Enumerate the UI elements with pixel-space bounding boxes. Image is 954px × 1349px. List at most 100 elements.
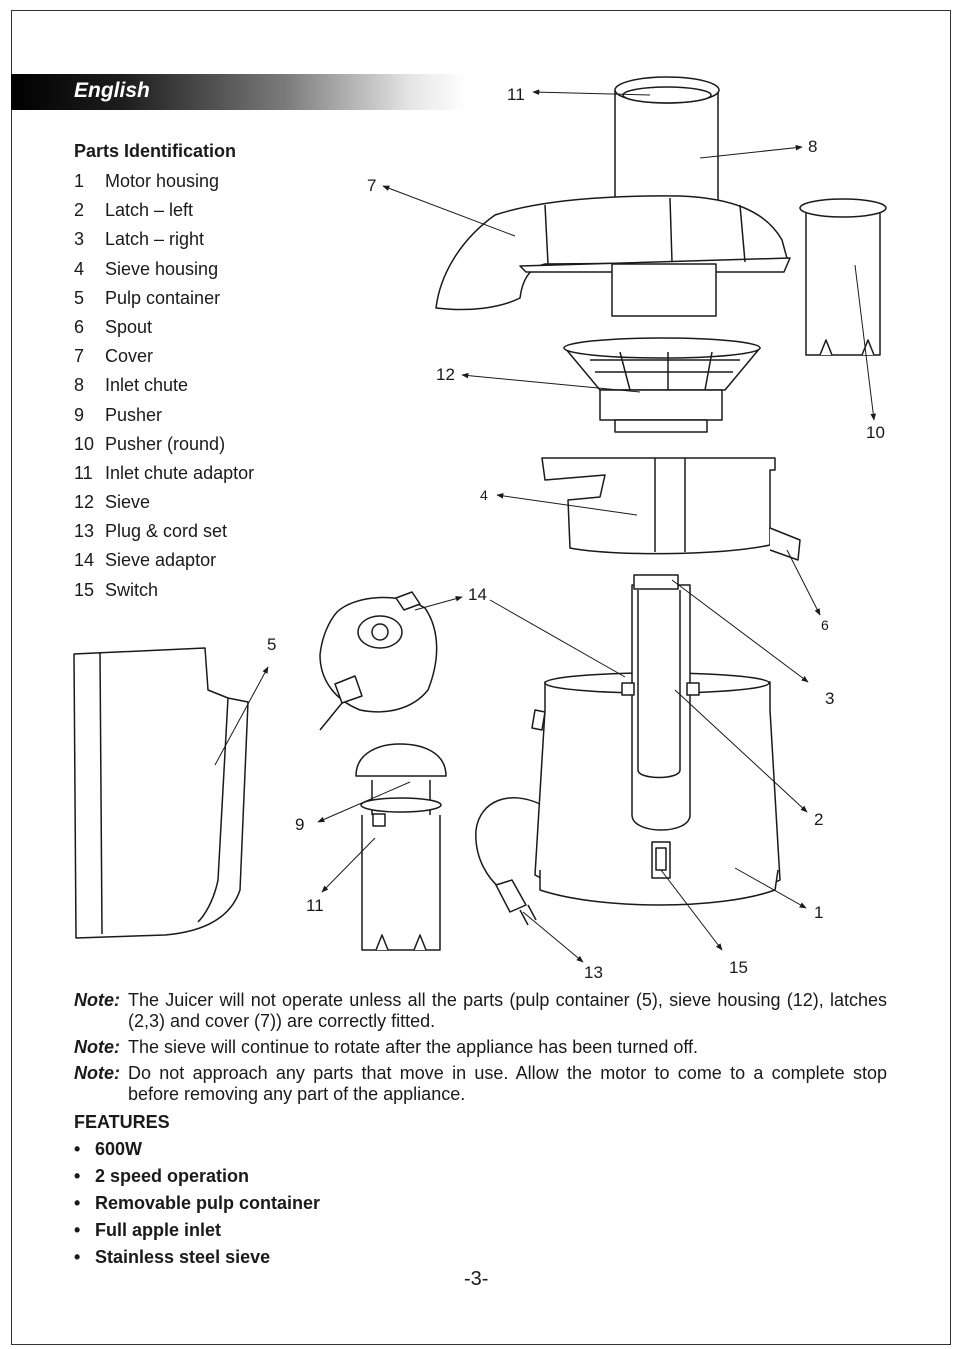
part-label: Sieve (105, 492, 151, 513)
sieve-drawing (563, 337, 761, 433)
sieve-adaptor-drawing (319, 591, 438, 731)
part-label: Motor housing (105, 171, 220, 191)
part-number: 13 (74, 521, 95, 542)
callout-1: 1 (814, 903, 823, 922)
part-label: Inlet chute adaptor (105, 462, 255, 483)
language-header-bar: English (11, 74, 466, 110)
parts-list-item: 2 Latch – left (74, 196, 254, 225)
callout-2: 2 (814, 810, 823, 829)
note: Note:The Juicer will not operate unless … (74, 990, 887, 1032)
feature-item: • Removable pulp container (74, 1192, 320, 1219)
pulp-container-drawing (73, 647, 249, 939)
part-label: Plug & cord set (105, 521, 228, 542)
parts-list-item: 4 Sieve housing (74, 255, 254, 284)
feature-item: • Stainless steel sieve (74, 1246, 320, 1273)
part-number: 10 (74, 433, 95, 454)
callout-8: 8 (808, 137, 817, 156)
features-title: FEATURES (74, 1112, 170, 1132)
parts-list-item: 11 Inlet chute adaptor (74, 459, 254, 488)
cover-drawing (435, 195, 791, 317)
callout-7: 7 (367, 176, 376, 195)
callout-6: 6 (821, 617, 829, 633)
juicer-exploded-diagram: 11 8 7 10 12 4 6 14 5 3 2 9 11 1 13 15 (73, 76, 887, 982)
parts-list-item: 14 Sieve adaptor (74, 546, 254, 575)
part-label: Pulp container (105, 287, 221, 308)
part-label: Pusher (round) (105, 433, 226, 454)
inlet-chute-drawing (614, 76, 720, 206)
part-number: 1 (74, 171, 85, 191)
note-text: The sieve will continue to rotate after … (128, 1037, 699, 1057)
parts-identification-title: Parts Identification (74, 141, 237, 161)
feature-item: • 2 speed operation (74, 1165, 320, 1192)
part-label: Latch – right (105, 229, 205, 250)
parts-list: 1 Motor housing 2 Latch – left 3 Latch – ri… (74, 167, 254, 605)
bullet: • (74, 1166, 81, 1186)
part-label: Inlet chute (105, 375, 189, 396)
parts-list-item: 10 Pusher (round) (74, 430, 254, 459)
callout-9: 9 (295, 815, 304, 834)
motor-housing-drawing (531, 574, 781, 906)
part-label: Cover (105, 346, 154, 367)
parts-list-item: 12 Sieve (74, 488, 254, 517)
note-text: Do not approach any parts that move in u… (128, 1063, 887, 1104)
pusher-round-drawing (799, 198, 887, 356)
part-number: 3 (74, 229, 85, 250)
part-number: 2 (74, 200, 85, 221)
callout-10: 10 (866, 423, 885, 442)
part-label: Switch (105, 579, 159, 600)
sieve-housing-drawing (541, 457, 801, 561)
callout-12: 12 (436, 365, 455, 384)
callout-labels: 11 8 7 10 12 4 6 14 5 3 2 9 11 1 13 15 (267, 85, 885, 982)
parts-list-item: 15 Switch (74, 576, 254, 605)
note-label: Note: (74, 1063, 120, 1083)
parts-list-item: 13 Plug & cord set (74, 517, 254, 546)
callout-15: 15 (729, 958, 748, 977)
bullet: • (74, 1220, 81, 1240)
feature-item: • Full apple inlet (74, 1219, 320, 1246)
feature-text: Stainless steel sieve (95, 1247, 271, 1267)
part-label: Pusher (105, 404, 163, 425)
cord-plug-drawing (475, 797, 541, 926)
part-number: 14 (74, 550, 95, 571)
part-number: 12 (74, 492, 95, 513)
feature-text: 600W (95, 1139, 143, 1159)
page-border (11, 10, 951, 1345)
feature-text: 2 speed operation (95, 1166, 250, 1186)
callout-14: 14 (468, 585, 487, 604)
part-number: 4 (74, 258, 85, 279)
callout-13: 13 (584, 963, 603, 982)
part-number: 11 (74, 462, 93, 483)
part-number: 8 (74, 375, 85, 396)
parts-list-item: 5 Pulp container (74, 284, 254, 313)
parts-list-item: 8 Inlet chute (74, 371, 254, 400)
callout-11-bottom: 11 (306, 896, 324, 915)
part-label: Sieve housing (105, 258, 219, 279)
note-label: Note: (74, 1037, 120, 1057)
features-list: • 600W • 2 speed operation • Removable pulp… (74, 1138, 320, 1273)
part-number: 15 (74, 579, 95, 600)
pusher-drawing (355, 743, 447, 951)
feature-text: Full apple inlet (95, 1220, 222, 1240)
bullet: • (74, 1193, 81, 1213)
part-label: Spout (105, 316, 153, 337)
note: Note: The sieve will continue to rotate a… (74, 1037, 887, 1058)
feature-text: Removable pulp container (95, 1193, 321, 1213)
part-number: 9 (74, 404, 85, 425)
note-text: The Juicer will not operate unless all t… (128, 990, 887, 1031)
callout-5: 5 (267, 635, 276, 654)
callout-4: 4 (480, 487, 488, 503)
parts-list-item: 3 Latch – right (74, 225, 254, 254)
part-label: Sieve adaptor (105, 550, 217, 571)
parts-list-item: 9 Pusher (74, 401, 254, 430)
part-number: 6 (74, 316, 85, 337)
callout-3: 3 (825, 689, 834, 708)
notes-section: Note: The Juicer will not operate unless … (74, 990, 887, 1110)
part-label: Latch – left (105, 200, 194, 221)
parts-list-item: 1 Motor housing (74, 167, 254, 196)
bullet: • (74, 1247, 81, 1267)
part-number: 5 (74, 287, 85, 308)
parts-list-item: 6 Spout (74, 313, 254, 342)
callout-11-top: 11 (507, 85, 525, 104)
language-label: English (74, 79, 150, 102)
